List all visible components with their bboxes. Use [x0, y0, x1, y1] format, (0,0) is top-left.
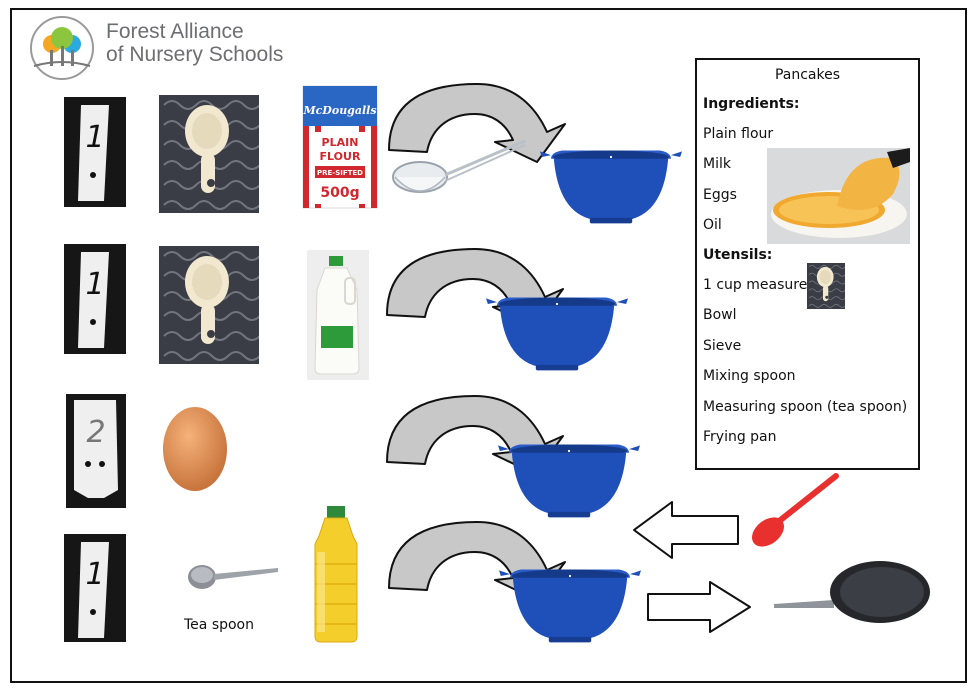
recipe-panel: Pancakes Ingredients: Plain flour Milk E…: [695, 58, 920, 470]
logo-line-2: of Nursery Schools: [106, 43, 284, 66]
logo-text: Forest Alliance of Nursery Schools: [106, 20, 283, 66]
svg-text:FLOUR: FLOUR: [320, 150, 361, 163]
svg-text:PLAIN: PLAIN: [322, 136, 359, 149]
count-number: 2: [86, 415, 105, 450]
count-number: 1: [85, 120, 104, 155]
flour-bag-icon: McDougalls PLAIN FLOUR PRE-SIFTED 500g: [302, 85, 378, 209]
tea-spoon-icon: [188, 565, 278, 589]
svg-text:McDougalls: McDougalls: [302, 104, 376, 117]
utensils-heading: Utensils:: [703, 247, 773, 263]
cup-measure-thumbnail-icon: [807, 263, 845, 309]
utensil-item: Sieve: [703, 338, 742, 354]
milk-bottle-icon: [307, 250, 369, 380]
left-arrow-icon: [633, 501, 739, 559]
logo: Forest Alliance of Nursery Schools: [28, 14, 328, 82]
utensil-item: Mixing spoon: [703, 368, 796, 384]
cup-measure-icon: [159, 246, 259, 364]
count-card-3: 2: [66, 394, 126, 508]
tea-spoon-label: Tea spoon: [184, 617, 254, 633]
utensil-item: Measuring spoon (tea spoon): [703, 399, 908, 415]
count-number: 1: [85, 267, 104, 302]
utensil-item: 1 cup measure: [703, 277, 808, 293]
svg-text:500g: 500g: [320, 185, 359, 201]
logo-line-1: Forest Alliance: [106, 20, 244, 43]
right-arrow-icon: [647, 581, 751, 633]
page-frame: [10, 8, 967, 683]
recipe-title: Pancakes: [774, 67, 841, 83]
ingredient-item: Milk: [703, 156, 731, 172]
ingredients-heading: Ingredients:: [703, 96, 800, 112]
egg-icon: [163, 407, 227, 491]
utensil-item: Frying pan: [703, 429, 777, 445]
count-card-2: 1: [64, 244, 126, 354]
cup-measure-icon: [159, 95, 259, 213]
ingredient-item: Plain flour: [703, 126, 774, 142]
mixing-bowl-icon: [540, 150, 682, 224]
count-number: 1: [85, 557, 104, 592]
oil-bottle-icon: [314, 506, 358, 643]
utensil-item: Bowl: [703, 307, 737, 323]
tree-logo-icon: [30, 16, 94, 80]
count-card-1: 1: [64, 97, 126, 207]
pancake-photo-icon: [767, 148, 910, 244]
ingredient-item: Eggs: [703, 187, 737, 203]
svg-text:PRE-SIFTED: PRE-SIFTED: [317, 169, 363, 177]
mixing-spoon-icon: [752, 473, 839, 547]
mixing-bowl-icon: [499, 569, 641, 643]
ingredient-item: Oil: [703, 217, 722, 233]
mixing-bowl-icon: [486, 297, 628, 371]
frying-pan-icon: [774, 561, 930, 623]
sieve-icon: [392, 139, 526, 193]
count-card-4: 1: [64, 534, 126, 642]
